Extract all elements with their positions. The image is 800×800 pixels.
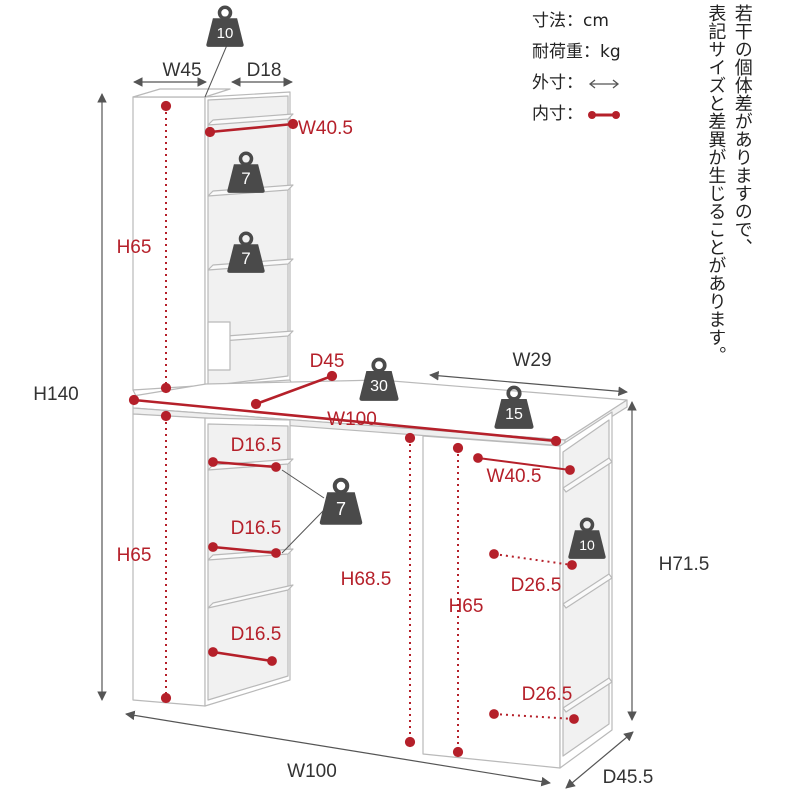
dimension-labels: W45 D18 W40.5 H65 H140 D45 W29 W100 D16.… xyxy=(33,60,709,788)
double-arrow-icon xyxy=(588,78,620,89)
upper-shelf-back xyxy=(207,95,289,387)
label-bottom-depth: D45.5 xyxy=(603,767,654,788)
load-weight-icon-tower-2: 7 xyxy=(225,231,267,274)
label-right-inner-width: W40.5 xyxy=(487,466,542,487)
label-bottom-width: W100 xyxy=(287,761,337,782)
svg-text:7: 7 xyxy=(241,169,250,188)
desk-width-line xyxy=(133,398,557,443)
load-weight-icon-desk: 30 xyxy=(357,357,401,402)
right-inner-width-line xyxy=(477,457,571,471)
disclaimer-note: 若干の個体差がありますので、 表記サイズと差異が生じることがあります。 xyxy=(705,4,753,364)
right-depth-line-1 xyxy=(493,553,573,566)
svg-text:10: 10 xyxy=(579,537,595,553)
svg-text:7: 7 xyxy=(241,249,250,268)
inner-dimensions xyxy=(128,100,579,758)
legend-outer-dimension: 外寸： xyxy=(532,68,707,99)
right-cabinet-board-3 xyxy=(562,677,613,713)
right-cabinet-board-1 xyxy=(562,457,613,493)
legend-inner-dimension: 内寸： xyxy=(532,99,707,130)
desk-depth-line xyxy=(255,374,333,406)
label-desk-width: W100 xyxy=(327,409,377,430)
label-top-inner-width: W40.5 xyxy=(298,118,353,139)
label-upper-height: H65 xyxy=(117,237,152,258)
upper-shelf-board-1 xyxy=(207,113,294,126)
label-shelf-depth-1: D16.5 xyxy=(231,435,282,456)
right-depth-line-2 xyxy=(493,713,575,720)
load-weight-icon-desk-right: 15 xyxy=(492,385,536,430)
legend-load-unit: 耐荷重：kg xyxy=(532,42,621,62)
label-knee-height: H68.5 xyxy=(341,569,392,590)
dot-line-icon xyxy=(588,110,620,119)
load-weight-icon-top: 10 xyxy=(204,5,246,48)
disclaimer-line-1: 若干の個体差がありますので、 xyxy=(731,4,753,256)
right-cabinet-inner xyxy=(562,419,610,757)
label-right-depth-1: D26.5 xyxy=(511,575,562,596)
label-shelf-depth-3: D16.5 xyxy=(231,624,282,645)
label-top-depth: D18 xyxy=(247,60,282,81)
label-right-inner-height: H65 xyxy=(449,596,484,617)
furniture-illustration xyxy=(132,88,628,769)
load-callout-lines xyxy=(204,37,325,554)
label-total-height: H140 xyxy=(33,384,78,405)
shelf-depth-line-3 xyxy=(212,650,273,663)
shelf-depth-line-1 xyxy=(212,460,277,469)
label-shelf-depth-2: D16.5 xyxy=(231,518,282,539)
top-inner-width-line xyxy=(209,122,294,134)
bottom-width-arrow xyxy=(125,710,551,787)
legend: 寸法：cm 耐荷重：kg 外寸： 内寸： xyxy=(532,6,707,130)
disclaimer-line-2: 表記サイズと差異が生じることがあります。 xyxy=(705,4,727,364)
label-right-depth-2: D26.5 xyxy=(522,684,573,705)
load-weight-icon-lower-shelves: 7 xyxy=(317,477,365,526)
svg-text:10: 10 xyxy=(217,25,234,42)
label-right-total-height: H71.5 xyxy=(659,554,710,575)
label-top-width: W45 xyxy=(162,60,201,81)
load-weight-icon-tower-1: 7 xyxy=(225,151,267,194)
label-desk-right-width: W29 xyxy=(512,350,551,371)
desk-right-width-arrow xyxy=(429,370,628,397)
label-lower-height: H65 xyxy=(117,545,152,566)
shelf-depth-line-2 xyxy=(212,545,277,555)
load-badges: 10 7 7 30 15 7 10 xyxy=(204,5,608,560)
upper-shelf-divider xyxy=(207,321,231,371)
right-cabinet-board-2 xyxy=(562,573,613,609)
lower-shelf-board-3 xyxy=(207,584,294,609)
outer-dimensions xyxy=(97,77,637,789)
svg-text:15: 15 xyxy=(505,406,523,423)
svg-text:30: 30 xyxy=(370,378,388,395)
svg-text:7: 7 xyxy=(336,499,346,519)
legend-size-unit: 寸法：cm xyxy=(532,11,609,31)
load-weight-icon-right-shelf: 10 xyxy=(566,517,608,560)
label-desk-depth: D45 xyxy=(310,351,345,372)
bottom-depth-arrow xyxy=(565,731,634,789)
